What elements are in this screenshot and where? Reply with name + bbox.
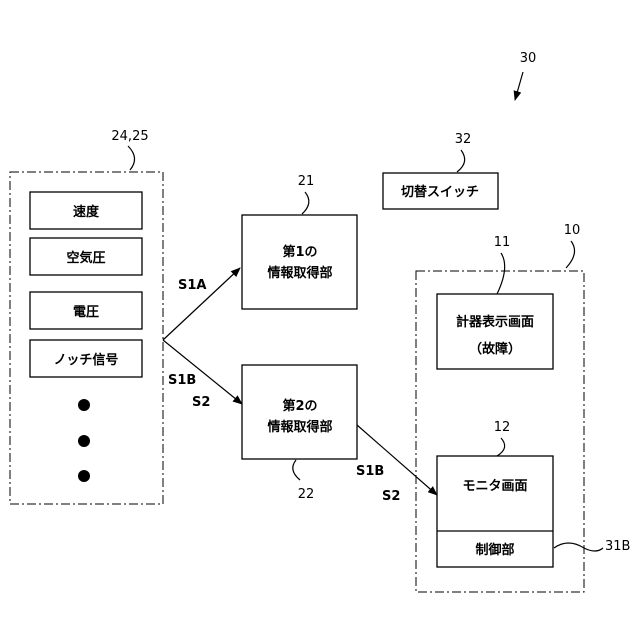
switch-label: 切替スイッチ	[401, 184, 479, 200]
ref-21-leader	[302, 192, 309, 214]
ellipsis-dot	[78, 399, 90, 411]
acquirer-1-box	[242, 215, 357, 309]
ellipsis-dot	[78, 435, 90, 447]
signal-s1b-right: S1B	[356, 464, 384, 479]
acquirer-1-line1: 第1の	[282, 244, 317, 260]
ref-30-arrow	[515, 72, 523, 100]
ref-12-leader	[497, 438, 505, 456]
acquirer-1-line2: 情報取得部	[267, 265, 332, 281]
ref-11-leader	[497, 253, 505, 294]
meter-screen-line2: （故障）	[469, 341, 521, 357]
sensor-label-voltage: 電圧	[73, 305, 99, 320]
acquirer-2-line2: 情報取得部	[267, 419, 332, 435]
ref-31b: 31B	[605, 539, 630, 554]
ref-24-25: 24,25	[111, 129, 148, 144]
signal-s2-left: S2	[192, 395, 210, 410]
signal-s1a: S1A	[178, 278, 206, 293]
ref-11: 11	[494, 235, 511, 250]
ref-21: 21	[298, 174, 315, 189]
ref-22-leader	[293, 460, 300, 480]
sensor-label-notch-signal: ノッチ信号	[54, 352, 119, 368]
sensor-label-speed: 速度	[73, 204, 100, 220]
meter-screen-line1: 計器表示画面	[456, 314, 534, 330]
meter-screen-box	[437, 294, 553, 369]
ref-24-25-leader	[128, 146, 135, 170]
ref-22: 22	[298, 487, 315, 502]
ref-30: 30	[520, 51, 537, 66]
ellipsis-dot	[78, 470, 90, 482]
signal-s1b-left: S1B	[168, 373, 196, 388]
ref-31b-leader	[554, 543, 603, 551]
acquirer-2-line1: 第2の	[282, 398, 317, 414]
signal-s2-right: S2	[382, 489, 400, 504]
monitor-screen-label: モニタ画面	[462, 479, 527, 494]
ref-10: 10	[564, 223, 581, 238]
ref-12: 12	[494, 420, 511, 435]
ref-32-leader	[457, 150, 465, 172]
control-unit-label: 制御部	[475, 542, 514, 558]
arrow-to-monitor	[357, 425, 437, 495]
ref-32: 32	[455, 132, 472, 147]
sensor-label-air-pressure: 空気圧	[66, 250, 105, 266]
ref-10-leader	[566, 241, 575, 268]
